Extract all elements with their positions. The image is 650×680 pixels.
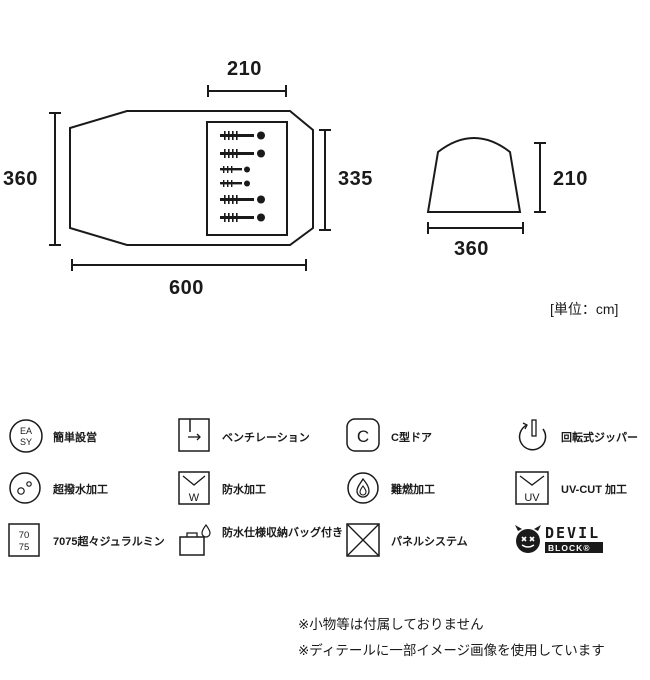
flame-retardant-icon — [347, 472, 379, 504]
feature-label-rotating-zipper: 回転式ジッパー — [561, 432, 638, 444]
dimension-line-left — [49, 112, 61, 246]
note-image: ※ディテールに一部イメージ画像を使用しています — [298, 643, 605, 658]
svg-text:BLOCK®: BLOCK® — [548, 543, 590, 553]
ventilation-icon — [178, 418, 210, 452]
feature-label-uv-cut: UV-CUT 加工 — [561, 484, 627, 496]
panel-system-icon — [346, 523, 380, 557]
dimension-label-side-width: 360 — [454, 238, 489, 260]
feature-label-waterproof: 防水加工 — [222, 484, 266, 496]
waterproof-bag-icon — [179, 523, 211, 556]
c-door-icon: C — [346, 418, 380, 452]
rotating-zipper-icon — [518, 419, 547, 451]
dimension-line-bottom — [71, 259, 307, 271]
svg-text:C: C — [357, 427, 369, 446]
dimension-line-side-width — [427, 222, 524, 234]
easy-icon: EA SY — [9, 419, 43, 453]
floor-plan-diagram — [49, 85, 546, 271]
dimension-line-side-height — [534, 142, 546, 213]
dimension-line-top — [207, 85, 287, 97]
feature-label-flame-retardant: 難燃加工 — [391, 484, 435, 496]
svg-text:UV: UV — [524, 492, 540, 504]
dimension-label-left: 360 — [3, 168, 38, 190]
aluminum-7075-icon: 70 75 — [8, 523, 40, 557]
dimension-label-side-height: 210 — [553, 168, 588, 190]
dimension-label-right: 335 — [338, 168, 373, 190]
feature-label-panel-system: パネルシステム — [391, 536, 468, 548]
feature-label-ventilation: ベンチレーション — [222, 432, 310, 444]
svg-text:W: W — [189, 492, 200, 504]
feature-label-easy: 簡単設営 — [53, 432, 97, 444]
svg-text:75: 75 — [19, 542, 30, 553]
waterproof-icon: W — [178, 471, 210, 505]
note-accessories: ※小物等は付属しておりません — [298, 617, 484, 632]
uv-cut-icon: UV — [515, 471, 549, 505]
svg-text:DEVIL: DEVIL — [545, 524, 600, 542]
unit-label: [単位：cm] — [550, 301, 619, 317]
devil-block-logo-icon: DEVIL BLOCK® — [515, 524, 603, 553]
feature-label-waterproof-bag: 防水仕様収納バッグ付き — [222, 527, 343, 539]
tent-side-view-outline — [426, 137, 522, 213]
water-repellent-icon — [9, 472, 41, 504]
sleeping-people-icon — [220, 131, 265, 222]
feature-label-water-repellent: 超撥水加工 — [53, 484, 108, 496]
feature-label-aluminum-7075: 7075超々ジュラルミン — [53, 536, 165, 548]
dimension-label-bottom: 600 — [169, 277, 204, 299]
dimension-line-right — [319, 129, 331, 231]
dimension-label-top: 210 — [227, 58, 262, 80]
svg-text:SY: SY — [20, 437, 32, 447]
svg-text:70: 70 — [19, 530, 30, 541]
feature-label-c-door: C型ドア — [391, 432, 432, 444]
svg-text:EA: EA — [20, 426, 32, 436]
